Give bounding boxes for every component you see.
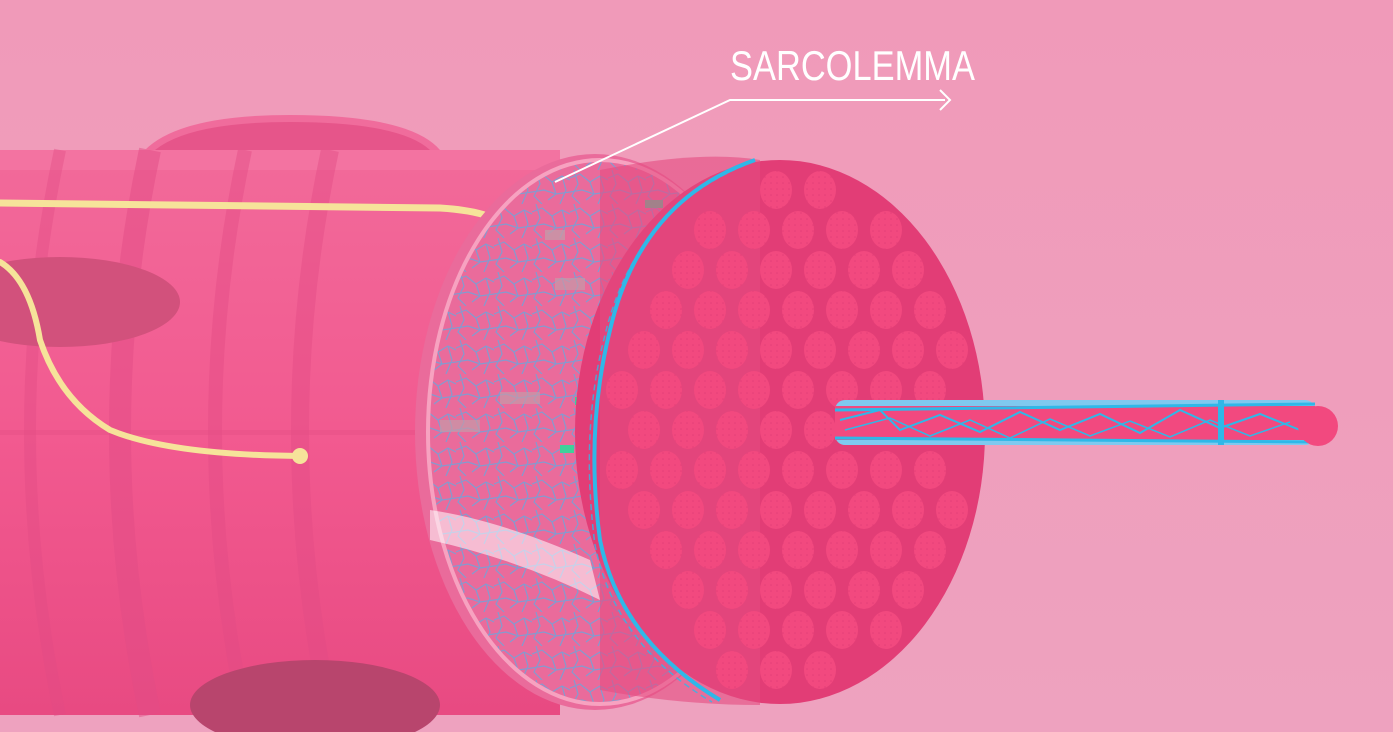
myofibril-end-texture [672,251,704,289]
myofibril-end-texture [672,491,704,529]
myofibril-end-texture [848,571,880,609]
myofibril-end-texture [848,251,880,289]
myofibril-end-texture [606,371,638,409]
myofibril-end-texture [782,451,814,489]
myofibril-end-texture [848,331,880,369]
myofibril-end-texture [914,451,946,489]
myofibril-end-texture [716,571,748,609]
myofibril-end-texture [760,171,792,209]
myofibril-end-texture [936,331,968,369]
myofibril-end-texture [760,331,792,369]
myofibril-end-texture [826,531,858,569]
myofibril-end-texture [716,491,748,529]
myofibril-end-texture [804,331,836,369]
myofibril-end-texture [782,291,814,329]
myofibril-end-texture [694,291,726,329]
myofibril-end-texture [672,331,704,369]
myofibril-end-texture [826,611,858,649]
single-myofibril [834,400,1338,446]
myofibril-end-texture [760,651,792,689]
myofibril-end-texture [760,571,792,609]
myofibril-end-texture [782,531,814,569]
nucleus [190,660,440,732]
myofibril-end-texture [892,251,924,289]
myofibril-end-texture [694,611,726,649]
myofibril-end-texture [694,211,726,249]
myofibril-end-texture [870,611,902,649]
myofibril-end-texture [826,371,858,409]
muscle-fiber [0,115,560,732]
myofibril-end-texture [826,211,858,249]
myofibril-end-texture [738,291,770,329]
myofibril-end-texture [782,211,814,249]
myofibril-end-texture [694,531,726,569]
myofibril-end-texture [782,611,814,649]
myofibril-end-texture [892,571,924,609]
myofibril-end-texture [628,331,660,369]
myofibril-end-texture [738,211,770,249]
myofibril-end-texture [804,411,836,449]
myofibril-end-texture [672,411,704,449]
myofibril-end-texture [782,371,814,409]
myofibril-end-texture [738,611,770,649]
myofibril-end-texture [738,371,770,409]
myofibril-end-texture [870,211,902,249]
myofibril-end-texture [870,291,902,329]
myofibril-end-texture [892,491,924,529]
myofibril-end-texture [760,491,792,529]
myofibril-end-texture [914,291,946,329]
myofibril-end-texture [870,371,902,409]
myofibril-end-texture [738,451,770,489]
myofibril-end-texture [826,451,858,489]
myofibril-end-texture [804,251,836,289]
nucleus [0,257,180,347]
myofibril-end-texture [716,651,748,689]
myofibril-end-texture [936,491,968,529]
myofibril-end-texture [804,571,836,609]
myofibril-end-texture [804,171,836,209]
myofibril-end-texture [716,411,748,449]
myofibril-end-texture [760,251,792,289]
myofibril-bundle [575,156,985,705]
myofibril-end-texture [672,571,704,609]
myofibril-end-texture [826,291,858,329]
myofibril-end-texture [650,371,682,409]
myofibril-end-texture [650,451,682,489]
myofibril-end-texture [628,411,660,449]
myofibril-end-texture [694,451,726,489]
myofibril-end-texture [716,251,748,289]
myofibril-end-texture [606,451,638,489]
myofibril-end-texture [848,491,880,529]
sarcolemma-label: SARCOLEMMA [730,42,975,89]
myofibril-end-texture [760,411,792,449]
myofibril-end-texture [870,451,902,489]
myofibril-end-texture [914,371,946,409]
sarcolemma-callout-line [554,89,952,183]
myofibril-end-texture [804,651,836,689]
myofibril-end-texture [914,531,946,569]
myofibril-end-texture [628,491,660,529]
myofibril-end-texture [694,371,726,409]
myofibril-end-texture [804,491,836,529]
myofibril-end-texture [716,331,748,369]
myofibril-end-texture [650,531,682,569]
myofibril-end-texture [650,291,682,329]
myofibril-end-texture [738,531,770,569]
myofibril-end-texture [870,531,902,569]
myofibril-end-texture [892,331,924,369]
